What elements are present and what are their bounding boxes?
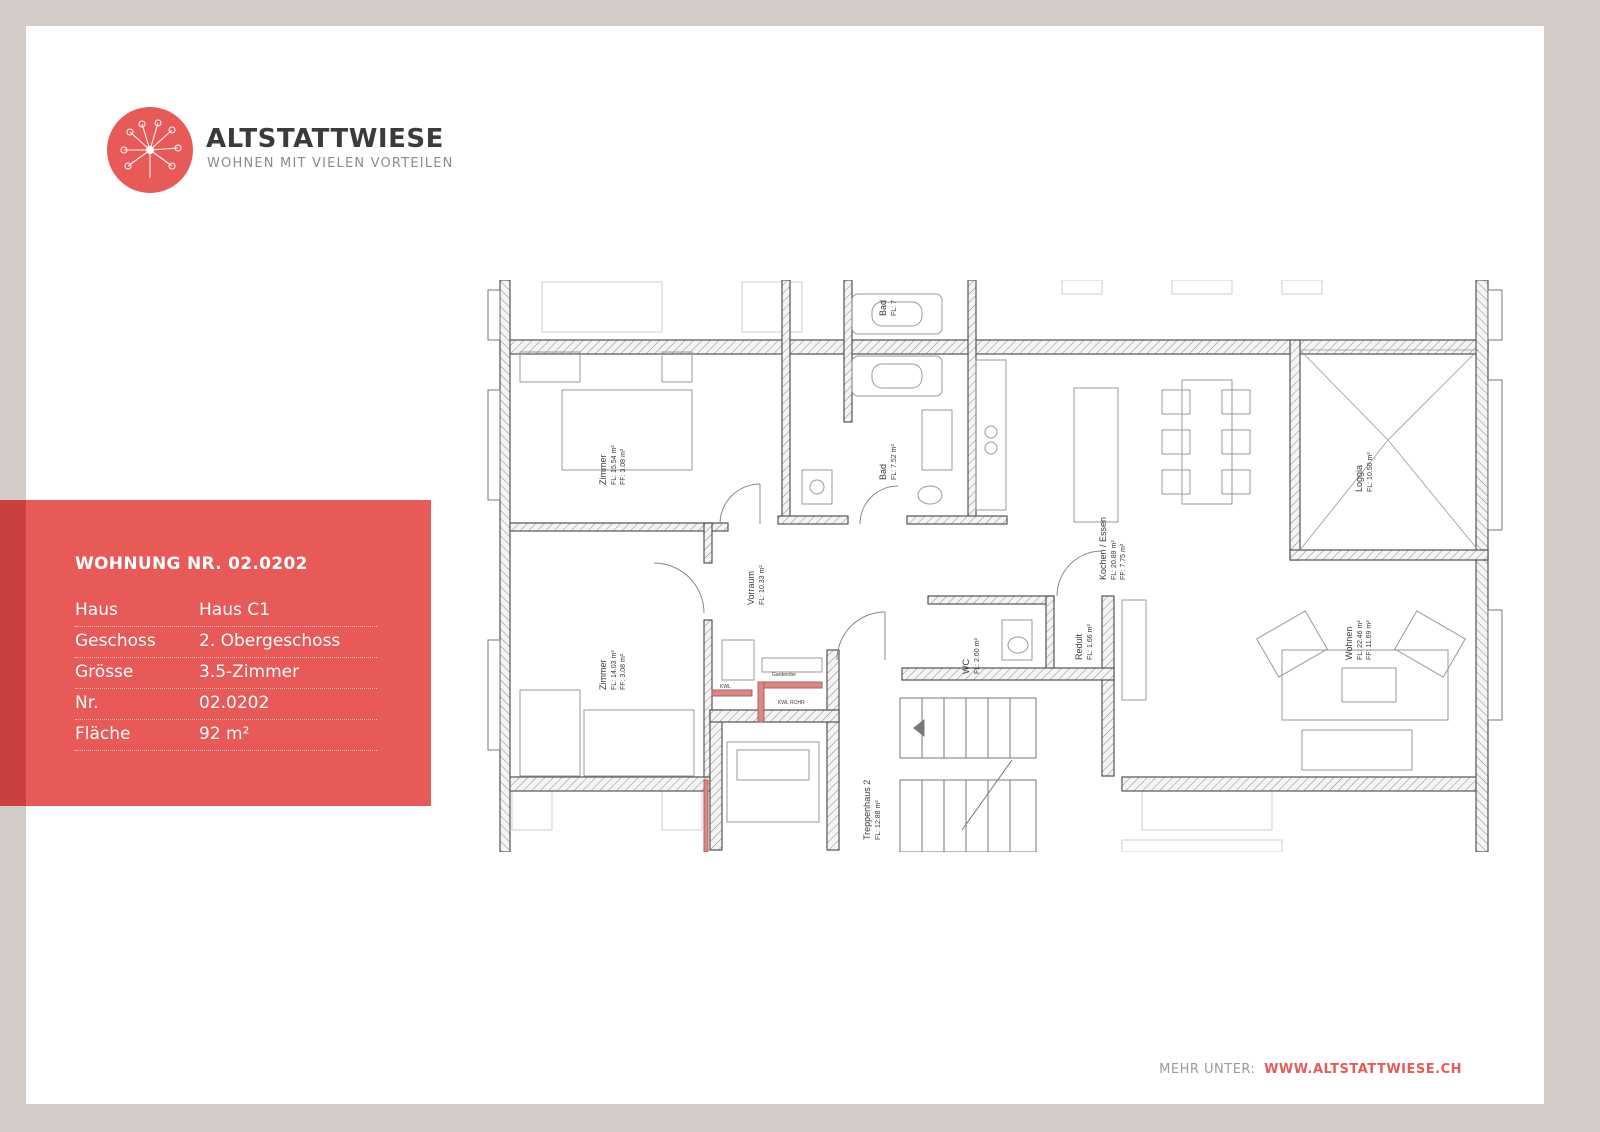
brand-tagline: WOHNEN MIT VIELEN VORTEILEN (207, 156, 454, 171)
room-area: FL: 10.50 m² (1367, 452, 1374, 492)
detail-value: 02.0202 (199, 693, 270, 713)
room-area: FL: 12.88 m² (875, 800, 882, 840)
room-area: FL: 7 (891, 300, 898, 316)
exterior-walls (499, 280, 1489, 852)
room-area: FL: 22.46 m² (1357, 620, 1364, 660)
brand-logo[interactable]: ALTSTATTWIESE WOHNEN MIT VIELEN VORTEILE… (106, 106, 466, 196)
floor-plan[interactable]: Zimmer FL: 15.54 m² FF: 3.08 m² Zimmer F… (482, 280, 1518, 852)
loggia-outline (1299, 349, 1479, 551)
room-area: FL: 7.52 m² (891, 444, 898, 480)
doors (653, 483, 1103, 661)
detail-row-groesse: Grösse 3.5-Zimmer (75, 658, 377, 689)
stairs (899, 697, 1037, 852)
detail-label: Grösse (75, 662, 134, 682)
room-label-treppenhaus: Treppenhaus 2 (862, 780, 872, 840)
room-label-zimmer-1: Zimmer (598, 455, 608, 486)
accent-walls (703, 681, 823, 852)
detail-label: Fläche (75, 724, 131, 744)
room-label-kochen-essen: Kochen / Essen (1098, 517, 1108, 580)
room-area: FL: 1.66 m² (1087, 624, 1094, 660)
room-area: FL: 2.60 m² (974, 638, 981, 674)
label-kwl-rohr: KWL ROHR (778, 700, 805, 706)
outside-furniture (511, 280, 1323, 852)
brand-name: ALTSTATTWIESE (206, 124, 444, 154)
room-extra: FF: 11.69 m² (1366, 620, 1373, 660)
room-label-wc: WC (961, 659, 971, 674)
detail-row-flaeche: Fläche 92 m² (75, 720, 377, 751)
room-label-zimmer-2: Zimmer (598, 660, 608, 691)
detail-row-nr: Nr. 02.0202 (75, 689, 377, 720)
fixtures (519, 293, 1466, 823)
label-garderobe: Garderobe (772, 672, 796, 678)
detail-value: 3.5-Zimmer (199, 662, 300, 682)
apartment-info-panel: WOHNUNG NR. 02.0202 Haus Haus C1 Geschos… (0, 500, 431, 806)
room-label-reduit: Reduit (1074, 633, 1084, 660)
room-label-bad-2: Bad (878, 300, 888, 316)
footer: MEHR UNTER: WWW.ALTSTATTWIESE.CH (1159, 1062, 1462, 1077)
room-extra: FF: 3.08 m² (620, 653, 627, 690)
detail-label: Geschoss (75, 631, 156, 651)
detail-label: Haus (75, 600, 118, 620)
label-kwl: KWL (720, 684, 731, 690)
dandelion-logo-icon (107, 107, 193, 193)
website-link[interactable]: WWW.ALTSTATTWIESE.CH (1264, 1062, 1462, 1077)
detail-value: Haus C1 (199, 600, 270, 620)
detail-row-geschoss: Geschoss 2. Obergeschoss (75, 627, 377, 658)
window-frames (487, 289, 1503, 751)
room-label-vorraum: Vorraum (746, 571, 756, 605)
footer-prefix: MEHR UNTER: (1159, 1062, 1256, 1077)
room-label-bad-1: Bad (878, 464, 888, 480)
room-area: FL: 10.33 m² (759, 565, 766, 605)
interior-walls (509, 280, 1489, 851)
room-extra: FF: 3.08 m² (620, 448, 627, 485)
apartment-details: Haus Haus C1 Geschoss 2. Obergeschoss Gr… (75, 596, 377, 751)
room-label-wohnen: Wohnen (1344, 627, 1354, 660)
room-area: FL: 15.54 m² (611, 445, 618, 485)
detail-label: Nr. (75, 693, 99, 713)
panel-accent-strip (0, 500, 26, 806)
room-extra: FF: 7.75 m² (1120, 543, 1127, 580)
room-labels: Zimmer FL: 15.54 m² FF: 3.08 m² Zimmer F… (598, 300, 1374, 840)
apartment-title: WOHNUNG NR. 02.0202 (75, 554, 308, 574)
detail-row-haus: Haus Haus C1 (75, 596, 377, 627)
room-area: FL: 14.03 m² (611, 650, 618, 690)
detail-value: 92 m² (199, 724, 250, 744)
room-area: FL: 20.89 m² (1111, 540, 1118, 580)
room-label-loggia: Loggia (1354, 465, 1364, 492)
detail-value: 2. Obergeschoss (199, 631, 341, 651)
